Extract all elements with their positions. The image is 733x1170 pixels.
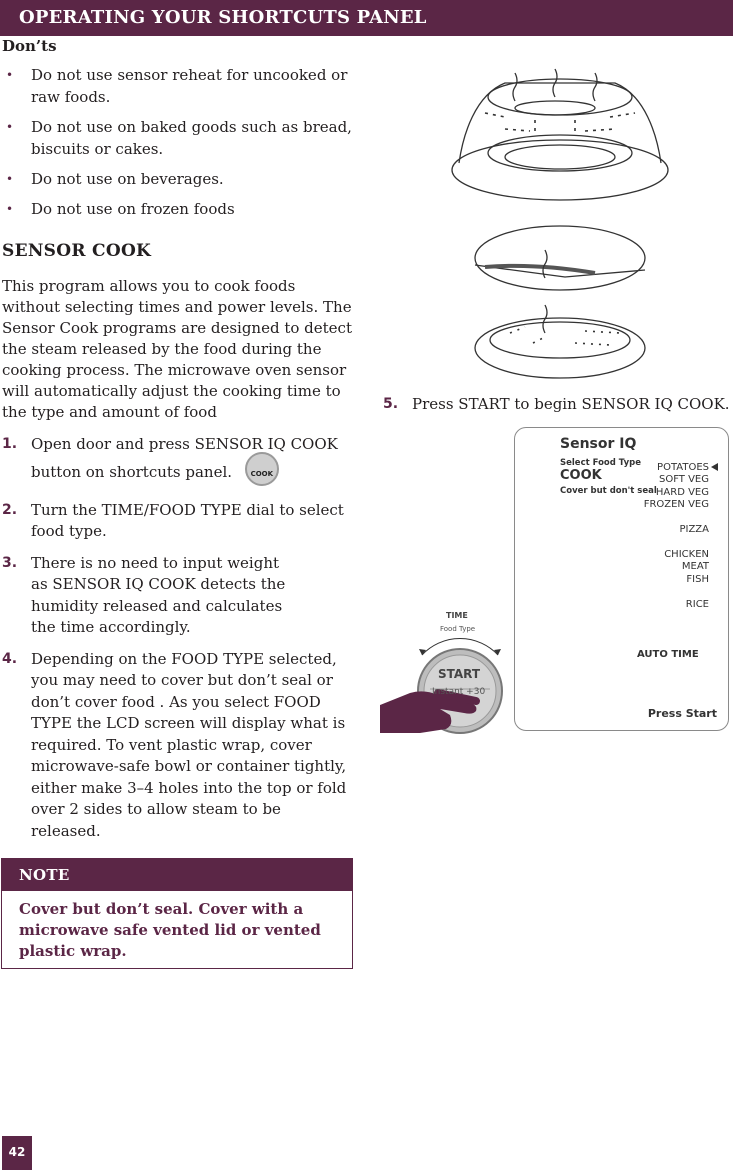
- pierced-wrap-bowl-icon: [474, 304, 646, 379]
- cook-button-icon: COOK: [244, 451, 279, 486]
- selection-arrow-icon: [711, 463, 718, 471]
- lcd-food-item: PIZZA: [679, 524, 709, 535]
- list-item: •Do not use on baked goods such as bread…: [6, 118, 352, 158]
- lcd-food-item: CHICKEN: [664, 549, 709, 560]
- lcd-food-item: POTATOES: [657, 462, 709, 473]
- page-title: OPERATING YOUR SHORTCUTS PANEL: [19, 7, 427, 28]
- step-text: Depending on the FOOD TYPE selected, you…: [31, 649, 347, 840]
- donts-heading: Don’ts: [2, 37, 57, 55]
- sensor-cook-intro: This program allows you to cook foods wi…: [2, 277, 352, 421]
- step-number: 5.: [383, 396, 399, 412]
- lcd-press-start: Press Start: [647, 707, 717, 720]
- dial-label-time: TIME: [446, 611, 468, 620]
- start-button-label: START: [438, 667, 481, 681]
- step-text: Press START to begin SENSOR IQ COOK.: [412, 395, 730, 413]
- lcd-auto-time: AUTO TIME: [637, 649, 699, 660]
- folded-wrap-bowl-icon: [474, 225, 646, 291]
- step-item: 3. There is no need to input weight as S…: [0, 553, 355, 639]
- list-item: •Do not use sensor reheat for uncooked o…: [6, 66, 348, 106]
- step-item: 4. Depending on the FOOD TYPE selected, …: [0, 649, 355, 843]
- step-text: Turn the TIME/FOOD TYPE dial to select f…: [31, 500, 344, 541]
- bullet-icon: •: [6, 202, 14, 216]
- steps-list: 1. Open door and press SENSOR IQ COOK bu…: [0, 434, 355, 852]
- step-number: 4.: [2, 650, 18, 667]
- donts-list: •Do not use sensor reheat for uncooked o…: [0, 64, 355, 228]
- step-number: 3.: [2, 554, 18, 571]
- step-item: 1. Open door and press SENSOR IQ COOK bu…: [0, 434, 355, 490]
- header-bar: OPERATING YOUR SHORTCUTS PANEL: [0, 0, 733, 36]
- vented-lid-bowl-icon: [451, 68, 669, 201]
- container-illustrations: [451, 68, 669, 379]
- bullet-icon: •: [6, 68, 14, 82]
- lcd-food-item: MEAT: [681, 561, 709, 572]
- lcd-food-item: SOFT VEG: [659, 474, 709, 485]
- lcd-food-item: HARD VEG: [655, 487, 709, 498]
- page-number-badge: 42: [2, 1136, 32, 1170]
- lcd-screen: Sensor IQ Select Food Type COOK Cover bu…: [514, 427, 729, 731]
- dial-graphic: [380, 638, 503, 734]
- dial-label-food-type: Food Type: [440, 625, 476, 633]
- lcd-instruction: Cover but don't seal: [560, 486, 657, 496]
- step-item: 5. Press START to begin SENSOR IQ COOK.: [383, 394, 733, 415]
- lcd-food-item: RICE: [685, 599, 709, 610]
- note-title: NOTE: [19, 866, 70, 884]
- note-body: Cover but don’t seal. Cover with a micro…: [19, 900, 321, 960]
- step-text: There is no need to input weight as SENS…: [31, 553, 286, 637]
- lcd-food-item: FROZEN VEG: [643, 499, 709, 510]
- bullet-icon: •: [6, 172, 14, 186]
- lcd-title: Sensor IQ: [560, 436, 637, 452]
- step-number: 2.: [2, 501, 18, 518]
- time-food-type-dial: TIME Food Type START Instant +30: [380, 605, 520, 745]
- bullet-icon: •: [6, 120, 14, 134]
- step-number: 1.: [2, 436, 18, 452]
- list-item: •Do not use on beverages.: [6, 170, 224, 188]
- lcd-food-item: FISH: [686, 574, 709, 585]
- step-text: Open door and press SENSOR IQ COOK butto…: [31, 435, 338, 481]
- lcd-mode: COOK: [560, 468, 602, 483]
- page-number: 42: [8, 1145, 26, 1159]
- step-item: 2. Turn the TIME/FOOD TYPE dial to selec…: [0, 500, 355, 543]
- lcd-select-label: Select Food Type: [560, 458, 641, 468]
- instant-button-label: Instant +30: [432, 687, 486, 697]
- sensor-cook-heading: SENSOR COOK: [2, 241, 152, 261]
- note-header: NOTE: [2, 859, 352, 891]
- list-item: •Do not use on frozen foods: [6, 200, 235, 218]
- note-box: NOTE Cover but don’t seal. Cover with a …: [1, 858, 353, 969]
